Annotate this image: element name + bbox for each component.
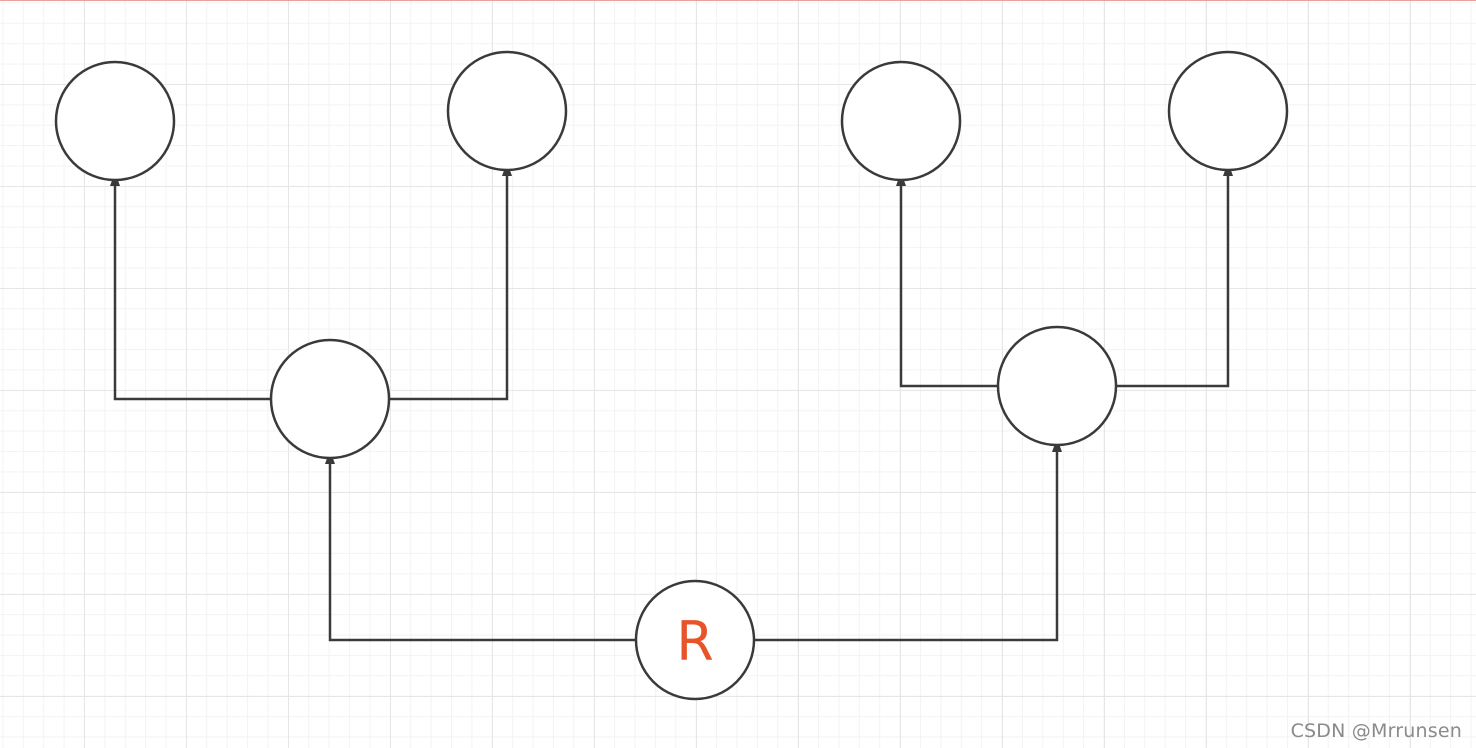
edge-left-child-to-left-right-leaf xyxy=(389,174,507,401)
edge-left-child-to-left-left-leaf xyxy=(115,184,271,401)
edge-right-child-to-right-right-leaf xyxy=(1116,174,1228,388)
node-right-left-leaf xyxy=(840,60,962,182)
node-right-child xyxy=(996,325,1118,447)
edge-right-child-to-right-left-leaf xyxy=(901,184,998,388)
edge-root-to-left-child xyxy=(330,462,636,642)
node-left-right-leaf xyxy=(446,50,568,172)
node-left-left-leaf xyxy=(54,60,176,182)
node-root-label: R xyxy=(676,610,714,673)
node-root xyxy=(634,579,756,701)
node-left-child xyxy=(269,338,391,460)
top-border-line xyxy=(0,0,1476,1)
edge-root-to-right-child xyxy=(754,450,1057,642)
watermark-text: CSDN @Mrrunsen xyxy=(1290,720,1462,742)
node-right-right-leaf xyxy=(1167,50,1289,172)
